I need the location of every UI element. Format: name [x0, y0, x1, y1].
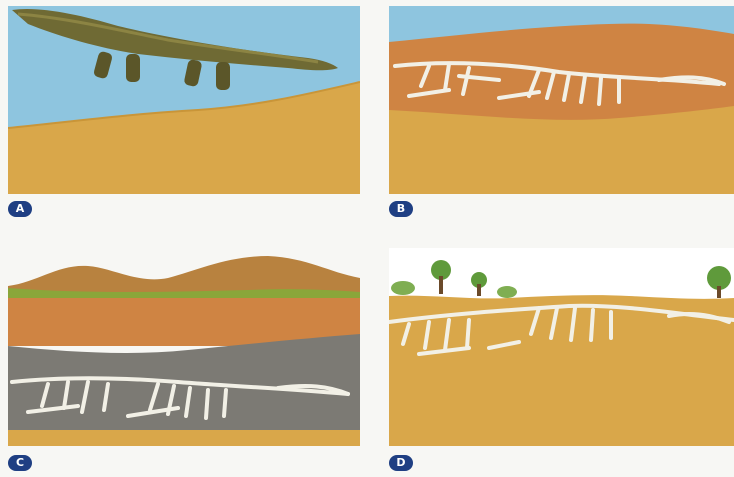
panel-label-d: D [389, 455, 413, 471]
panel-c-rock-layers-scene [8, 248, 360, 446]
panel-label-c: C [8, 455, 32, 471]
panel-b-buried-skeleton-scene [389, 6, 734, 194]
panel-d-exposed-fossil-scene [389, 248, 734, 446]
panel-a-crocodile-scene [8, 6, 360, 194]
panel-label-a: A [8, 201, 32, 217]
panel-label-b: B [389, 201, 413, 217]
